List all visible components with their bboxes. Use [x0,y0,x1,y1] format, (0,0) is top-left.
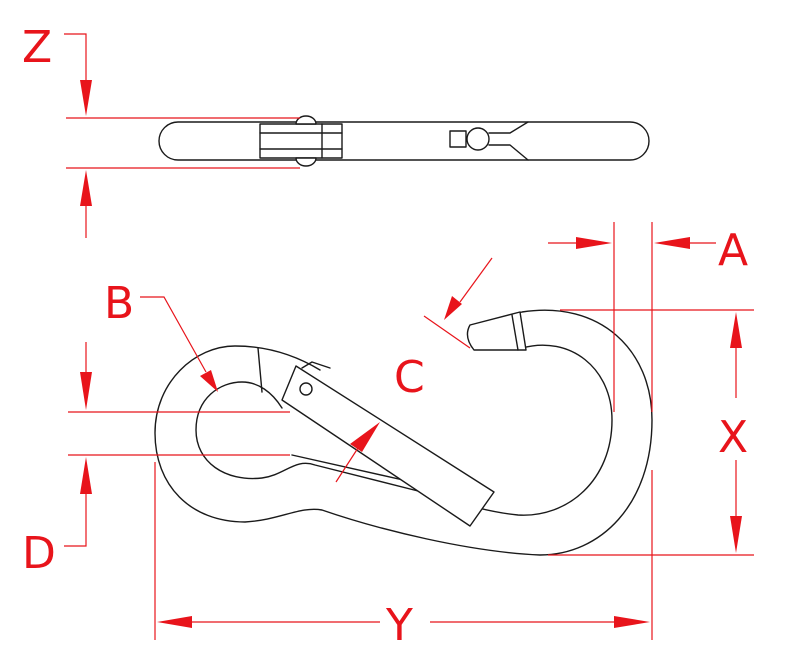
dim-label-d: D [22,528,56,579]
side-view-hinge-block [259,123,343,159]
gate-pivot-pin [299,382,313,396]
hook-inner-outline [195,344,613,516]
dimension-x: X [548,309,754,556]
dimension-b: B [104,278,218,392]
dim-label-c: C [394,352,425,403]
dimension-y: Y [154,462,653,651]
dim-label-a: A [718,225,748,276]
dim-label-b: B [104,278,134,329]
dimension-d: D [22,342,290,579]
hook-gate [281,361,495,527]
side-view-pin-top [295,115,317,125]
side-view-body [158,121,650,161]
side-view-latch [449,121,529,161]
hook-body-outline [154,309,653,556]
dimension-z: Z [22,22,300,238]
side-view [158,115,650,167]
dim-label-z: Z [22,22,52,73]
dimension-a: A [548,222,748,412]
dim-label-x: X [718,412,748,463]
dimension-c: C [335,257,493,483]
dim-label-y: Y [385,600,413,651]
front-view [154,309,653,556]
side-view-pin-bottom [295,157,317,167]
